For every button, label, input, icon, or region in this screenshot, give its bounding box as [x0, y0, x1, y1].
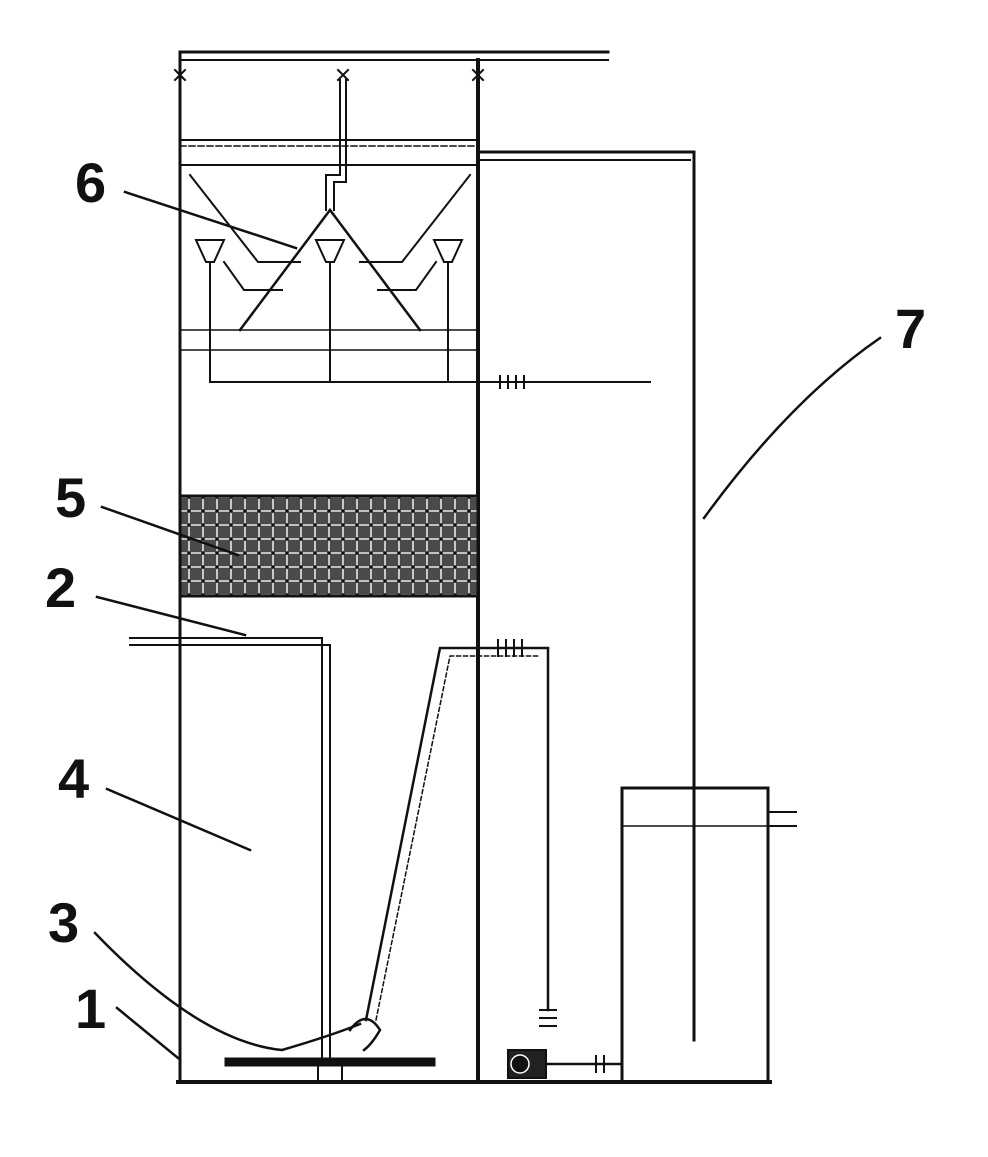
circulation-pipe — [348, 639, 557, 1052]
water-seal-tank — [620, 786, 797, 1084]
label-2: 2 — [45, 556, 76, 619]
water-distributor — [224, 1057, 436, 1083]
label-3: 3 — [48, 891, 79, 954]
pump — [507, 1049, 624, 1079]
label-6: 6 — [75, 151, 106, 214]
label-5: 5 — [55, 466, 86, 529]
three-phase-separator — [179, 79, 651, 389]
packing-layer — [178, 494, 480, 598]
inlet-pipe — [129, 637, 331, 1059]
label-7: 7 — [895, 297, 926, 360]
leader-lines — [93, 190, 882, 1060]
gas-pipe — [476, 150, 696, 1042]
component-labels: 6 7 5 2 4 3 1 — [45, 151, 926, 1040]
label-1: 1 — [75, 977, 106, 1040]
label-4: 4 — [58, 747, 89, 810]
